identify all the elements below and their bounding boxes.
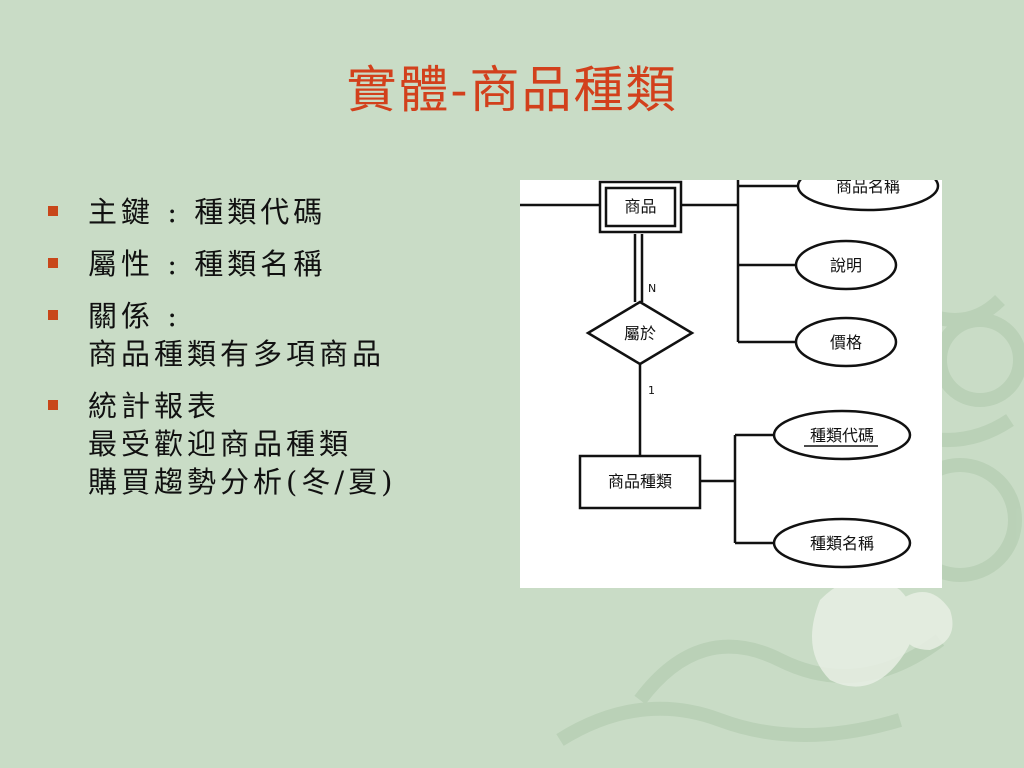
attribute-description-ellipse bbox=[794, 239, 898, 291]
attribute-product-name-label: 商品名稱 bbox=[836, 180, 900, 196]
bullet-line: 關係 : bbox=[88, 299, 181, 333]
er-diagram: 商品 屬於 商品種類 商品名稱 說明 價格 種類代碼 種類名稱 N 1 bbox=[520, 180, 942, 588]
bullet-line: 統計報表 bbox=[88, 389, 221, 423]
entity-product-inner bbox=[604, 186, 677, 228]
bullet-line: 主鍵 : 種類代碼 bbox=[88, 195, 327, 229]
square-bullet-icon bbox=[48, 206, 58, 216]
relationship-label: 屬於 bbox=[624, 324, 656, 343]
entity-product-label: 商品 bbox=[624, 197, 656, 216]
attribute-category-name-label: 種類名稱 bbox=[810, 534, 874, 553]
bullet-line: 商品種類有多項商品 bbox=[88, 337, 386, 371]
attribute-price-label: 價格 bbox=[830, 333, 862, 352]
bullet-item-reports: 統計報表 最受歡迎商品種類 購買趨勢分析(冬/夏) bbox=[48, 387, 488, 501]
bullet-item-primary-key: 主鍵 : 種類代碼 bbox=[48, 193, 488, 231]
slide-title: 實體-商品種類 bbox=[346, 61, 678, 119]
attribute-product-name-ellipse bbox=[796, 180, 940, 212]
bullet-line: 屬性 : 種類名稱 bbox=[88, 247, 327, 281]
attribute-description-label: 說明 bbox=[830, 256, 862, 275]
square-bullet-icon bbox=[48, 400, 58, 410]
bullet-line: 購買趨勢分析(冬/夏) bbox=[88, 465, 397, 499]
attribute-price-ellipse bbox=[794, 316, 898, 368]
cardinality-one-label: 1 bbox=[648, 384, 655, 397]
cardinality-n-label: N bbox=[648, 282, 656, 295]
bullet-list: 主鍵 : 種類代碼 屬性 : 種類名稱 關係 : 商品種類有多項商品 統計報表 … bbox=[48, 193, 488, 515]
square-bullet-icon bbox=[48, 258, 58, 268]
entity-category bbox=[578, 454, 702, 510]
bullet-item-relationship: 關係 : 商品種類有多項商品 bbox=[48, 297, 488, 373]
relationship-diamond bbox=[585, 300, 695, 366]
entity-category-label: 商品種類 bbox=[608, 472, 672, 491]
attribute-category-code-label: 種類代碼 bbox=[810, 426, 874, 445]
bullet-line: 最受歡迎商品種類 bbox=[88, 427, 353, 461]
bullet-item-attribute: 屬性 : 種類名稱 bbox=[48, 245, 488, 283]
square-bullet-icon bbox=[48, 310, 58, 320]
attribute-category-code-ellipse bbox=[772, 409, 912, 461]
attribute-category-name-ellipse bbox=[772, 517, 912, 569]
